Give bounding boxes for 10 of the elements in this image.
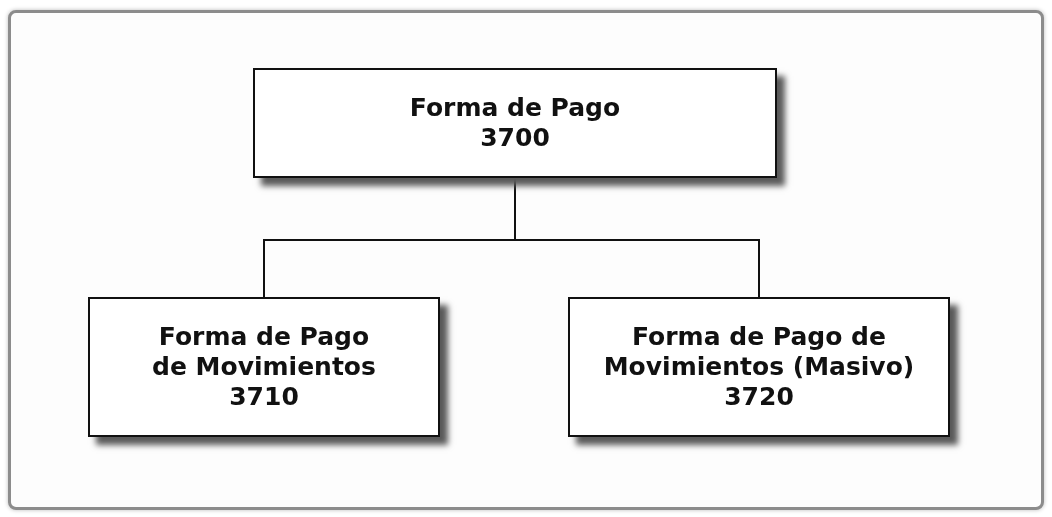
box-label: Forma de Pago de Movimientos <box>151 322 377 382</box>
box-label: Forma de Pago <box>409 93 621 123</box>
process-box <box>88 297 440 437</box>
process-box <box>568 297 950 437</box>
box-label: Forma de Pago de Movimientos (Masivo) <box>602 322 916 382</box>
box-label: 3720 <box>724 382 794 412</box>
connector-line <box>514 177 760 298</box>
process-box <box>253 68 777 178</box>
box-label: 3700 <box>480 123 550 153</box>
box-label: 3710 <box>229 382 299 412</box>
